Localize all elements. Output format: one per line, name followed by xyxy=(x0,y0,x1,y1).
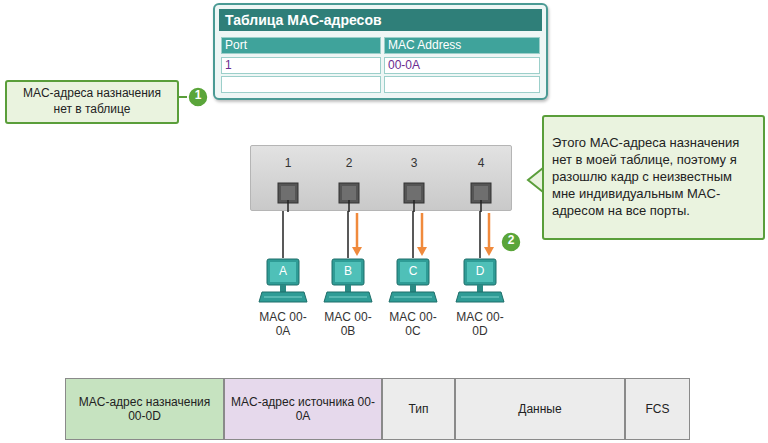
callout-node: MAC-адреса назначения нет в таблице xyxy=(5,80,179,124)
computer-letter: D xyxy=(467,264,493,278)
keyboard-line xyxy=(264,297,302,298)
port-number: 2 xyxy=(339,156,359,170)
monitor xyxy=(267,259,299,285)
keyboard-line xyxy=(394,297,432,298)
port-number: 3 xyxy=(404,156,424,170)
cable xyxy=(479,211,481,258)
arrowhead xyxy=(352,247,362,256)
pc-node: DMAC 00-0D xyxy=(455,258,505,304)
cable xyxy=(412,211,414,258)
port-wire xyxy=(287,200,289,212)
switch-node: 1 2 3 4 xyxy=(250,145,512,211)
frame-field: Тип xyxy=(408,402,428,416)
table-cell-bg xyxy=(384,76,540,93)
callout-text: MAC-адреса назначения нет в таблице xyxy=(7,83,177,120)
mac-label: MAC 00-0A xyxy=(259,310,307,339)
callout-circle xyxy=(501,232,521,252)
arrowhead xyxy=(417,247,427,256)
cable xyxy=(282,211,284,258)
switch-ports xyxy=(251,146,513,212)
port-wire xyxy=(480,200,482,212)
base xyxy=(259,292,307,302)
pc-node: CMAC 00-0C xyxy=(388,258,438,304)
table-cell-bg xyxy=(221,57,381,74)
cable-connector xyxy=(348,211,362,258)
callout2-node: Этого MAC-адреса назначения нет в моей т… xyxy=(542,115,765,240)
table-header: Port xyxy=(225,38,247,52)
monitor xyxy=(464,259,496,285)
pc-node: BMAC 00-0B xyxy=(323,258,373,304)
table-header: MAC Address xyxy=(388,38,461,52)
frame-node: FCS xyxy=(625,378,690,440)
cable-connector xyxy=(413,211,427,258)
callout-number: 2 xyxy=(501,233,521,247)
computer-letter: A xyxy=(270,264,296,278)
base xyxy=(456,292,504,302)
frame-node: Тип xyxy=(382,378,455,440)
table-title-bar: Таблица MAC-адресов xyxy=(219,9,542,31)
flow-arrow xyxy=(488,213,491,252)
keyboard-line xyxy=(329,297,367,298)
port-wire xyxy=(348,200,350,212)
table-title: Таблица MAC-адресов xyxy=(219,9,542,31)
base xyxy=(389,292,437,302)
switch-port-inner xyxy=(474,186,488,200)
callout-number: 1 xyxy=(188,88,208,102)
computer-letter: C xyxy=(400,264,426,278)
base xyxy=(324,292,372,302)
port-number: 1 xyxy=(278,156,298,170)
table-cell-bg xyxy=(221,76,381,93)
monitor xyxy=(332,259,364,285)
mac-label: MAC 00-0C xyxy=(389,310,437,339)
mac-label: MAC 00-0B xyxy=(324,310,372,339)
switch-port-inner xyxy=(407,186,421,200)
frame-field: FCS xyxy=(646,402,670,416)
stand xyxy=(345,285,351,292)
callout-circle xyxy=(188,87,208,107)
screen xyxy=(467,262,493,282)
table-cell: 00-0A xyxy=(388,58,420,72)
frame-field: Данные xyxy=(518,402,561,416)
monitor xyxy=(397,259,429,285)
frame-node: MAC-адрес источника 00-0A xyxy=(224,378,382,440)
screen xyxy=(400,262,426,282)
leader-line xyxy=(179,96,187,98)
keyboard-line xyxy=(461,297,499,298)
frame-node: Данные xyxy=(455,378,625,440)
computer-letter: B xyxy=(335,264,361,278)
screen xyxy=(270,262,296,282)
table-cell: 1 xyxy=(225,58,232,72)
frame-field: MAC-адрес назначения 00-0D xyxy=(71,395,218,424)
cable-connector xyxy=(283,211,284,258)
pc-node: AMAC 00-0A xyxy=(258,258,308,304)
mac-label: MAC 00-0D xyxy=(456,310,504,339)
stand xyxy=(410,285,416,292)
port-number: 4 xyxy=(471,156,491,170)
switch-port-inner xyxy=(281,186,295,200)
flow-arrow xyxy=(356,213,359,252)
frame-field: MAC-адрес источника 00-0A xyxy=(230,395,376,424)
switch-port-inner xyxy=(342,186,356,200)
arrowhead xyxy=(484,247,494,256)
cable xyxy=(347,211,349,258)
table-node: Таблица MAC-адресовPort MAC Address 1 00-0A xyxy=(213,3,548,100)
callout-pointer xyxy=(528,168,543,192)
stand xyxy=(280,285,286,292)
stand xyxy=(477,285,483,292)
callout-text: Этого MAC-адреса назначения нет в моей т… xyxy=(544,132,763,222)
cable-connector xyxy=(480,211,494,258)
port-wire xyxy=(413,200,415,212)
flow-arrow xyxy=(421,213,424,252)
screen xyxy=(335,262,361,282)
frame-node: MAC-адрес назначения 00-0D xyxy=(65,378,224,440)
